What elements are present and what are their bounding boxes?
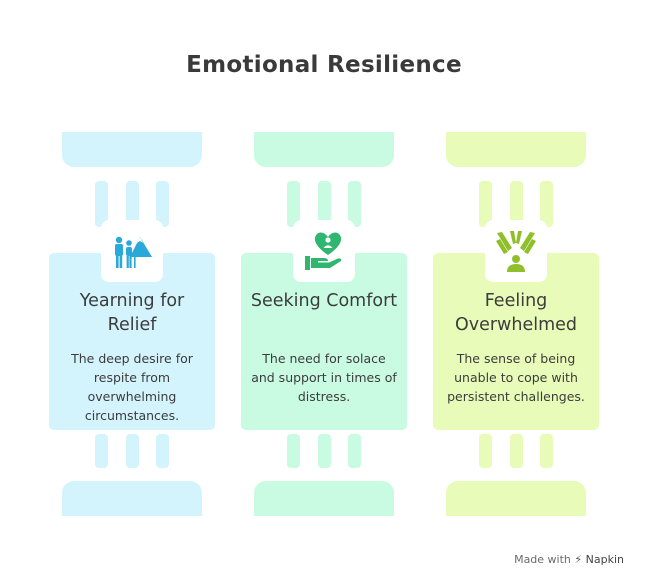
pillar-description: The sense of being unable to cope with p… — [447, 351, 585, 404]
pillar-flute — [287, 181, 300, 227]
pillar-flute — [348, 434, 361, 468]
overwhelmed-person-icon — [496, 231, 536, 272]
pillar-flute — [348, 181, 361, 227]
pillar-flute — [126, 434, 139, 468]
pillar-flute — [318, 181, 331, 227]
pillar-flute — [510, 434, 523, 468]
pillar-flute — [510, 181, 523, 227]
pillar-heading: Feeling Overwhelmed — [454, 291, 578, 335]
watermark-prefix: Made with — [514, 553, 571, 566]
pillar-flute — [540, 181, 553, 227]
hiker-mountain-icon — [115, 236, 152, 268]
pillar-capital — [254, 132, 394, 167]
icon-tile — [101, 220, 163, 282]
pillar-body — [49, 253, 215, 430]
pillar-base — [446, 481, 586, 516]
pillar-flute — [479, 434, 492, 468]
pillar-body — [433, 253, 599, 430]
pillar-base — [254, 481, 394, 516]
napkin-watermark[interactable]: Made with ⚡ Napkin — [514, 553, 624, 566]
pillar-yearning-for-relief: Yearning for Relief The deep desire for … — [49, 0, 217, 588]
pillar-flute — [540, 434, 553, 468]
pillar-flute — [95, 434, 108, 468]
pillar-body — [241, 253, 407, 430]
pillar-flute — [156, 181, 169, 227]
napkin-logo-icon: ⚡ — [574, 553, 583, 566]
pillar-capital — [62, 132, 202, 167]
icon-tile — [485, 220, 547, 282]
pillar-capital — [446, 132, 586, 167]
pillar-flute — [479, 181, 492, 227]
pillar-flute — [95, 181, 108, 227]
pillar-description: The need for solace and support in times… — [251, 351, 397, 404]
pillar-flute — [126, 181, 139, 227]
pillar-seeking-comfort: Seeking Comfort The need for solace and … — [241, 0, 409, 588]
pillar-description: The deep desire for respite from overwhe… — [71, 351, 193, 423]
pillar-flute — [287, 434, 300, 468]
pillar-flute — [156, 434, 169, 468]
watermark-brand: Napkin — [585, 553, 624, 566]
pillar-feeling-overwhelmed: Feeling Overwhelmed The sense of being u… — [433, 0, 601, 588]
pillar-heading: Seeking Comfort — [250, 291, 398, 311]
hand-heart-icon — [305, 232, 342, 270]
icon-tile — [293, 220, 355, 282]
diagram-title: Emotional Resilience — [186, 52, 462, 78]
pillar-base — [62, 481, 202, 516]
pillar-heading: Yearning for Relief — [79, 291, 185, 335]
pillar-flute — [318, 434, 331, 468]
